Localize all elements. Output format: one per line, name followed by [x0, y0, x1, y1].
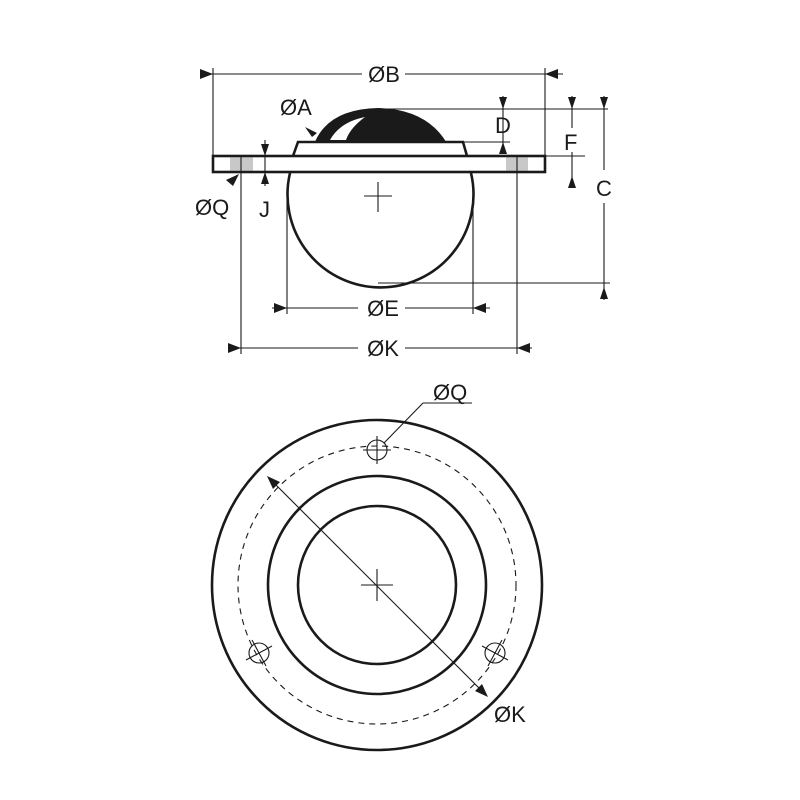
dimension-k: ØK	[228, 172, 532, 361]
ball-circle	[296, 504, 458, 666]
label-j: J	[259, 197, 270, 222]
dimension-k-top: ØK	[267, 476, 526, 727]
outer-flange-circle	[210, 418, 544, 752]
dimension-d: D	[378, 96, 608, 154]
side-view: ØB ØA D	[195, 62, 612, 361]
label-b: ØB	[368, 62, 400, 87]
label-k-top: ØK	[494, 702, 526, 727]
mounting-hole-top	[363, 436, 391, 464]
dimension-j: J	[259, 140, 270, 222]
dimension-f: F	[545, 96, 585, 188]
label-d: D	[495, 113, 511, 138]
label-q: ØQ	[195, 195, 229, 220]
center-mark	[361, 569, 393, 601]
dimension-e: ØE	[272, 200, 490, 321]
dimension-c: C	[378, 96, 612, 300]
housing-cap	[291, 140, 469, 157]
dimension-q-top: ØQ	[383, 380, 472, 444]
top-view: ØQ ØK	[210, 380, 544, 752]
label-c: C	[596, 176, 612, 201]
ball-lower	[286, 172, 475, 289]
arrow-q	[226, 174, 239, 186]
mounting-hole-left	[245, 639, 273, 667]
flange	[211, 154, 547, 174]
ball-center-mark	[364, 182, 392, 212]
label-f: F	[564, 130, 577, 155]
label-a: ØA	[280, 95, 312, 120]
ball-highlight	[330, 117, 365, 140]
label-k: ØK	[367, 336, 399, 361]
housing-circle	[266, 474, 488, 696]
dimension-b: ØB	[200, 62, 563, 156]
arrow-a	[305, 127, 317, 137]
mounting-hole-right	[481, 639, 509, 667]
label-e: ØE	[367, 296, 399, 321]
label-q-top: ØQ	[433, 380, 467, 405]
